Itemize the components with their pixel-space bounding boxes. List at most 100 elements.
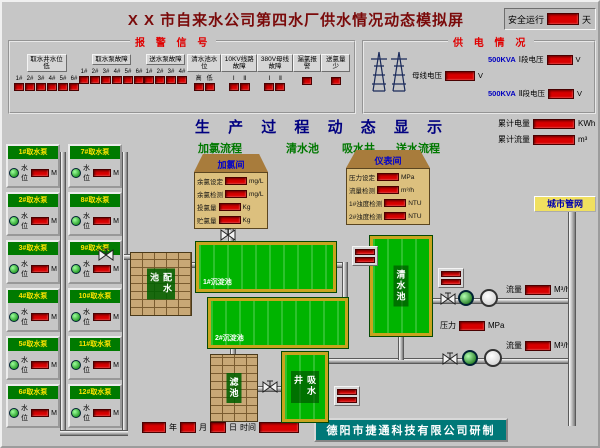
pipe [398,336,404,360]
tank-label: 清水池 [393,265,409,307]
flow1-label: 流量 [506,285,522,294]
alarm-indicator [302,76,313,85]
row-display [218,216,241,224]
valve-icon[interactable] [442,352,458,366]
alarm-indicators: 1# 2# 3# 4# 5# 6# [14,76,79,91]
alarm-indicator: 6# [134,69,144,84]
alarm-indicators: 1# 2# 3# 4# [144,69,187,84]
section2-row: 500KVA Ⅱ段电压 V [488,88,582,99]
alarm-lamp [177,76,187,84]
alarm-indicator: Ⅱ [275,76,286,91]
pipe [124,254,134,260]
delivery-pump-icon[interactable] [458,290,474,306]
delivery-pump-icon[interactable] [462,350,478,366]
pump-icon [71,408,81,418]
alarm-lamp [101,76,111,84]
section1-display [546,54,573,65]
alarm-lamp [36,83,46,91]
tank-level-display [352,246,378,266]
indicator-label: 2# [91,69,99,75]
tank-label: 吸水井 [291,371,319,403]
row-unit: NTU [408,212,422,220]
power-panel: 供 电 情 况 母线电压 V 500KVA Ⅰ段电压 V 500KVA Ⅱ段电压… [362,34,596,114]
level-label: 水位 [83,405,90,422]
page-title: X X 市自来水公司第四水厂供水情况动态模拟屏 [127,12,465,29]
alarm-indicators: 高 低 [193,76,215,91]
alarm-indicator [330,76,341,85]
alarm-indicator: 4# [47,76,57,91]
level-display [93,265,112,273]
alarm-lamp [69,83,79,91]
level-unit: M [113,169,119,177]
flow1-display [525,284,551,295]
total-energy-label: 累计电量 [498,119,530,128]
pipe [190,262,200,268]
level-display [93,361,112,369]
level-lamp [441,279,461,285]
day-display [210,422,226,433]
level-unit: M [51,409,57,417]
pump-name: 4#取水泵 [8,290,58,303]
flow-meter-icon [480,289,498,307]
pump-icon [9,312,19,322]
stage-clear-pool: 清水池 [286,143,319,155]
pump-icon [71,216,81,226]
pump-name: 11#取水泵 [70,338,120,351]
tank-label: 1#沉淀池 [203,279,232,286]
transformer1-label: 500KVA [488,55,516,64]
city-network-pipe [568,212,576,426]
tank-distribution: 配水池 [130,252,192,316]
pump-icon [71,312,81,322]
tank-clear-pool: 清水池 [369,235,433,337]
valve-icon[interactable] [262,380,278,394]
section1-unit: V [575,55,581,64]
indicator-label: Ⅱ [278,76,282,82]
level-label: 水位 [83,165,90,182]
row-unit: mg/L [249,177,264,185]
row-unit: m³/h [401,186,414,194]
indicator-label: Ⅱ [243,76,247,82]
valve-icon[interactable] [98,248,114,262]
alarm-group-label: 漏氯报警 [292,54,322,72]
bus-voltage-row: 母线电压 V [412,70,483,81]
tank-sediment-1: 1#沉淀池 [195,241,337,293]
bus-voltage-display [445,70,475,81]
indicator-label: 4# [178,69,186,75]
valve-icon[interactable] [440,292,456,306]
alarm-group: 380V母线故障 Ⅰ Ⅱ [257,54,293,91]
valve-icon[interactable] [220,228,236,242]
alarm-group-label: 清水池水位 [187,54,222,72]
alarm-group: 10KV线路故障 Ⅰ Ⅱ [221,54,258,91]
pump-name: 2#取水泵 [8,194,58,207]
day-label: 日 [229,423,237,432]
row-label: 余氯设定 [197,179,223,186]
alarm-lamp [58,83,68,91]
level-label: 水位 [83,357,90,374]
alarm-group-label: 10KV线路故障 [221,54,258,72]
alarm-lamp [79,76,89,84]
alarm-lamp [47,83,57,91]
company-credit: 德阳市捷通科技有限公司研制 [314,418,508,442]
section2-label: Ⅱ段电压 [518,89,545,98]
level-label: 水位 [21,405,28,422]
total-energy-row: 累计电量 KWh [498,118,595,129]
indicator-label: 6# [70,76,78,82]
tank-label: 滤池 [226,373,242,403]
alarm-lamp [228,83,239,91]
